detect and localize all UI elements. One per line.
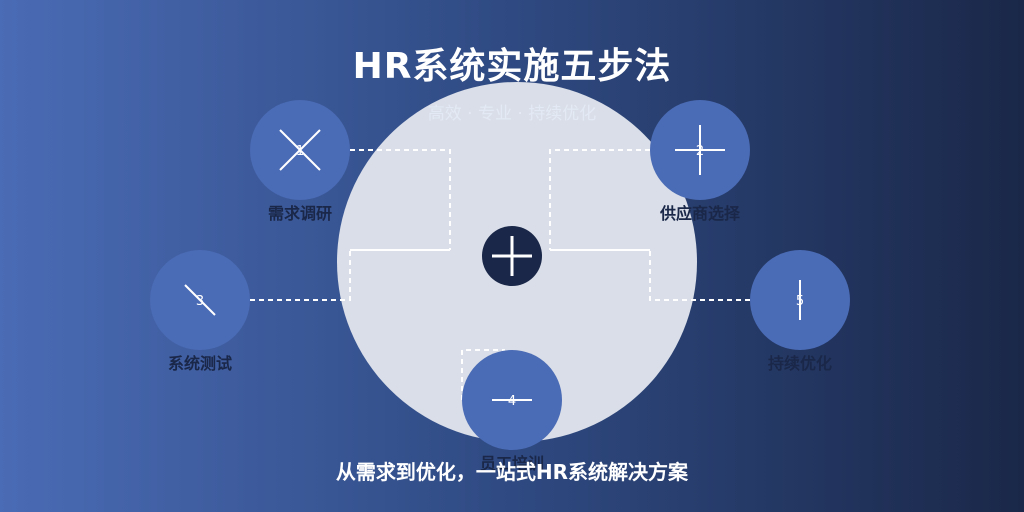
step-node-4: 4 [462, 350, 562, 450]
step-number: 4 [508, 394, 516, 409]
connector-step-1 [350, 149, 451, 250]
step-number: 5 [796, 294, 804, 309]
page-title: HR系统实施五步法 [352, 46, 672, 87]
x-cross-icon [279, 129, 321, 171]
step-node-5: 5 [750, 250, 850, 350]
diagonal-line-icon [184, 284, 216, 316]
connector-step-4 [461, 349, 505, 400]
step-node-2: 2 [650, 100, 750, 200]
step-label-4: 员工培训 [479, 454, 544, 473]
connector-step-5 [649, 250, 750, 301]
connector-step-2 [549, 149, 650, 250]
plus-icon [675, 125, 725, 175]
footer-tagline: 从需求到优化，一站式HR系统解决方案 [335, 460, 689, 484]
step-number: 1 [296, 144, 304, 159]
step-label-5: 持续优化 [767, 354, 832, 373]
connector-step-3 [250, 250, 351, 301]
step-number: 2 [696, 144, 704, 159]
step-label-1: 需求调研 [267, 204, 332, 223]
step-node-3: 3 [150, 250, 250, 350]
step-label-2: 供应商选择 [659, 204, 740, 223]
step-number: 3 [196, 294, 204, 309]
step-label-3: 系统测试 [167, 354, 232, 373]
step-node-1: 1 [250, 100, 350, 200]
page-subtitle: 高效 · 专业 · 持续优化 [427, 104, 597, 124]
plus-icon [492, 236, 532, 276]
